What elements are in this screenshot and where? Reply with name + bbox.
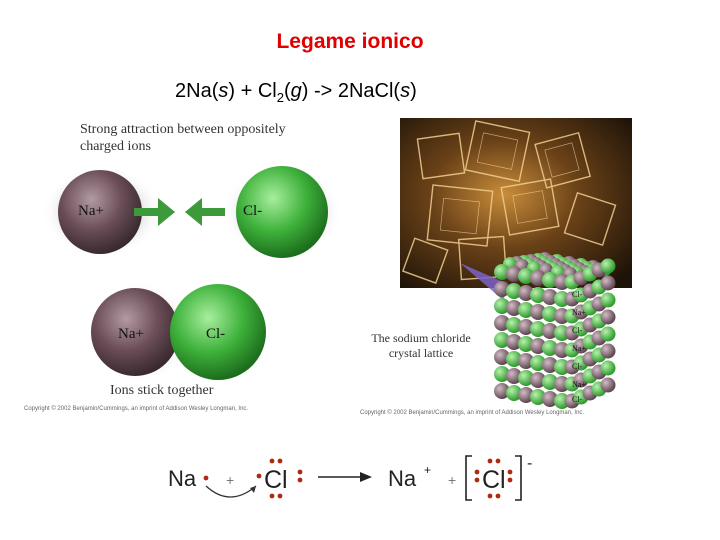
eq-part: ) xyxy=(410,80,417,102)
cl-charge: - xyxy=(527,455,532,472)
bracket-right xyxy=(515,456,521,500)
lattice-label: Na+ xyxy=(572,308,586,317)
eq-part: 2Na( xyxy=(175,80,218,102)
lattice-chloride xyxy=(601,327,616,342)
page-title: Legame ionico xyxy=(0,30,700,54)
lattice-chloride xyxy=(601,259,616,274)
lattice-label: Cl- xyxy=(572,362,583,371)
lattice-label: Na+ xyxy=(572,380,586,389)
lattice-sodium xyxy=(601,276,616,291)
lewis-cl-left: Cl xyxy=(264,466,288,494)
reaction-equation: 2Na(s) + Cl2(g) -> 2NaCl(s) xyxy=(175,80,417,105)
lattice-label: Cl- xyxy=(572,290,583,299)
cl-bottom-label: Cl- xyxy=(206,326,225,343)
eq-state-s: s xyxy=(218,80,228,102)
nacl-lattice-cube: Cl- Na+ Cl- Na+ Cl- Na+ Cl- xyxy=(492,242,626,410)
na-top-label: Na+ xyxy=(78,203,104,220)
copyright-right: Copyright © 2002 Benjamin/Cummings, an i… xyxy=(360,410,584,416)
lewis-plus: + xyxy=(226,472,234,488)
lewis-na-right: Na xyxy=(388,466,417,491)
eq-part: ( xyxy=(284,80,291,102)
eq-part: ) + Cl xyxy=(228,80,276,102)
lewis-na-left: Na xyxy=(168,466,197,491)
copyright-left: Copyright © 2002 Benjamin/Cummings, an i… xyxy=(24,406,248,412)
bracket-left xyxy=(466,456,472,500)
lattice-label: Cl- xyxy=(572,395,583,404)
eq-state-g: g xyxy=(291,80,302,102)
lattice-chloride xyxy=(601,361,616,376)
lattice-chloride xyxy=(601,293,616,308)
cl-top-label: Cl- xyxy=(243,203,262,220)
eq-part: ) -> 2NaCl( xyxy=(302,80,400,102)
arrow-right-icon xyxy=(360,472,372,482)
lattice-sodium xyxy=(601,310,616,325)
ion-illustration xyxy=(20,150,340,390)
eq-subscript: 2 xyxy=(277,90,284,105)
lattice-sodium xyxy=(601,378,616,393)
arrow-left-icon xyxy=(185,198,225,226)
na-bottom-label: Na+ xyxy=(118,326,144,343)
eq-state-s: s xyxy=(400,80,410,102)
lewis-cl-right: Cl xyxy=(482,466,506,494)
lewis-equation: Na + Cl Na + + Cl - xyxy=(160,448,560,518)
lattice-sodium xyxy=(601,344,616,359)
lattice-caption: The sodium chloride crystal lattice xyxy=(356,331,486,361)
lattice-label: Na+ xyxy=(572,344,586,353)
stick-caption: Ions stick together xyxy=(110,383,213,399)
lattice-label: Cl- xyxy=(572,326,583,335)
na-charge: + xyxy=(424,463,431,477)
electron-dot xyxy=(204,476,209,481)
lewis-plus: + xyxy=(448,472,456,488)
